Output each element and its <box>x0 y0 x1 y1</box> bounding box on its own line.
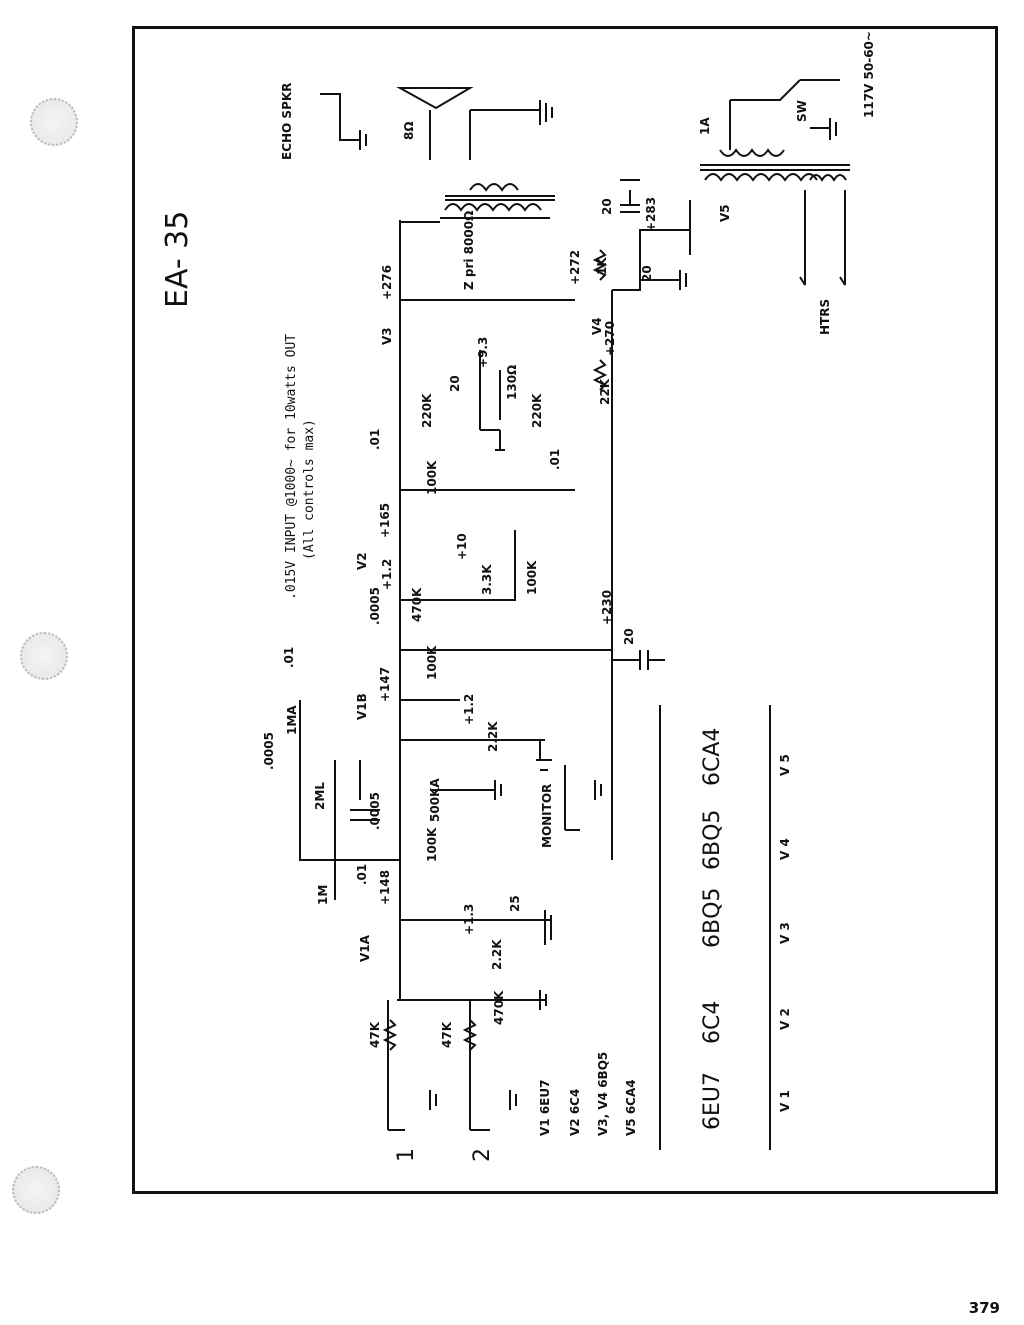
input-resistor-2: 47K <box>440 1022 454 1048</box>
tube-chart-label-5: 6CA4 <box>700 727 725 786</box>
cathode-capacitor: 20 <box>448 375 462 392</box>
filter-cap-3: 20 <box>622 628 636 645</box>
v2-coupling-cap: .0005 <box>368 587 382 625</box>
tube-chart-ref-2: V 2 <box>778 1008 792 1030</box>
v1a-cathode-resistor: 2.2K <box>490 939 504 970</box>
tube-chart-label-2: 6C4 <box>700 1000 725 1044</box>
v2-grid-voltage: +1.2 <box>380 558 394 590</box>
filter-cap-2: 20 <box>640 265 654 282</box>
heaters-label: HTRS <box>818 298 832 335</box>
v1a-plate-resistor: 100K <box>425 827 439 862</box>
punch-hole-middle <box>20 632 68 680</box>
hum-resistor: 1K <box>595 257 609 275</box>
v1a-cathode-voltage: +1.3 <box>462 903 476 935</box>
input-jack-1-label: 1 <box>394 1148 419 1162</box>
monitor-label: MONITOR <box>540 783 554 848</box>
mix-resistor: 470K <box>492 990 506 1025</box>
tube-list-v1: V1 6EU7 <box>538 1079 552 1136</box>
v1a-coupling-cap: .01 <box>355 863 369 885</box>
b-230-voltage: +230 <box>600 589 614 625</box>
v1b-label: V1B <box>355 693 369 720</box>
tube-chart-label-1: 6EU7 <box>700 1072 725 1130</box>
v2-load-resistor: 100K <box>525 560 539 595</box>
coupling-cap-v4: .01 <box>548 448 562 470</box>
v5-label: V5 <box>718 204 732 222</box>
cathode-resistor: 130Ω <box>505 364 519 400</box>
input-jack-2-label: 2 <box>470 1148 495 1162</box>
v1a-cathode-cap: 25 <box>508 895 522 912</box>
page-number: 379 <box>968 1299 1000 1317</box>
echo-speaker-label: ECHO SPKR <box>280 82 294 160</box>
v3-plate-voltage: +276 <box>380 264 394 300</box>
punch-hole-top <box>30 98 78 146</box>
v2-plate-resistor: 100K <box>425 460 439 495</box>
output-transformer-label: Z pri 8000Ω <box>462 210 476 290</box>
tube-chart-ref-3: V 3 <box>778 922 792 944</box>
volume-pot: 1MA <box>285 705 299 735</box>
v4-plate-voltage: +272 <box>568 249 582 285</box>
page-title: EA- 35 <box>160 210 195 308</box>
tone-cap: .01 <box>282 646 296 668</box>
input-resistor-1: 47K <box>368 1022 382 1048</box>
tube-chart-ref-5: V 5 <box>778 754 792 776</box>
tube-chart-ref-1: V 1 <box>778 1090 792 1112</box>
punch-hole-bottom <box>12 1166 60 1214</box>
tone-cap-2: .0005 <box>368 792 382 830</box>
v2-label: V2 <box>355 552 369 570</box>
switch-label: SW <box>795 100 809 122</box>
v1b-plate-resistor: 100K <box>425 645 439 680</box>
dropping-resistor: 22K <box>598 379 612 405</box>
v4-label: V4 <box>590 317 604 335</box>
v1a-plate-voltage: +148 <box>378 869 392 905</box>
v1a-grid-resistor: 1M <box>316 884 330 905</box>
tube-list-v2: V2 6C4 <box>568 1088 582 1136</box>
b-plus-voltage: +283 <box>644 196 658 232</box>
tube-chart-label-3: 6BQ5 <box>700 887 725 948</box>
v2-grid-resistor: 470K <box>410 587 424 622</box>
v1b-cathode-voltage: +1.2 <box>462 693 476 725</box>
v1b-cathode-resistor: 2.2K <box>486 721 500 752</box>
grid-resistor-v4: 220K <box>530 393 544 428</box>
diagram-frame <box>132 26 998 1194</box>
speaker-impedance-label: 8Ω <box>402 121 416 140</box>
v4-screen-voltage: +270 <box>603 320 617 356</box>
fuse-label: 1A <box>698 117 712 135</box>
input-note-line-2: (All controls max) <box>302 419 317 560</box>
filter-cap-1: 20 <box>600 198 614 215</box>
volume-cap: .0005 <box>262 732 276 770</box>
mains-label: 117V 50-60~ <box>862 31 876 118</box>
tube-list-v3-v4: V3, V4 6BQ5 <box>596 1051 610 1136</box>
v3-label: V3 <box>380 327 394 345</box>
cathode-voltage: +9.3 <box>476 336 490 368</box>
v2-cathode-voltage: +10 <box>455 533 469 560</box>
v2-cathode-resistor: 3.3K <box>480 564 494 595</box>
tube-list-v5: V5 6CA4 <box>624 1079 638 1136</box>
v1b-plate-voltage: +147 <box>378 666 392 702</box>
coupling-cap-v3: .01 <box>368 428 382 450</box>
monitor-pot: 500KA <box>428 778 442 822</box>
tone-pot: 2ML <box>313 782 327 810</box>
tube-chart-ref-4: V 4 <box>778 838 792 860</box>
input-note-line-1: .015V INPUT @1000~ for 10watts OUT <box>284 333 299 600</box>
v1a-label: V1A <box>358 935 372 962</box>
grid-resistor-v3: 220K <box>420 393 434 428</box>
v2-plate-voltage: +165 <box>378 502 392 538</box>
tube-chart-label-4: 6BQ5 <box>700 809 725 870</box>
